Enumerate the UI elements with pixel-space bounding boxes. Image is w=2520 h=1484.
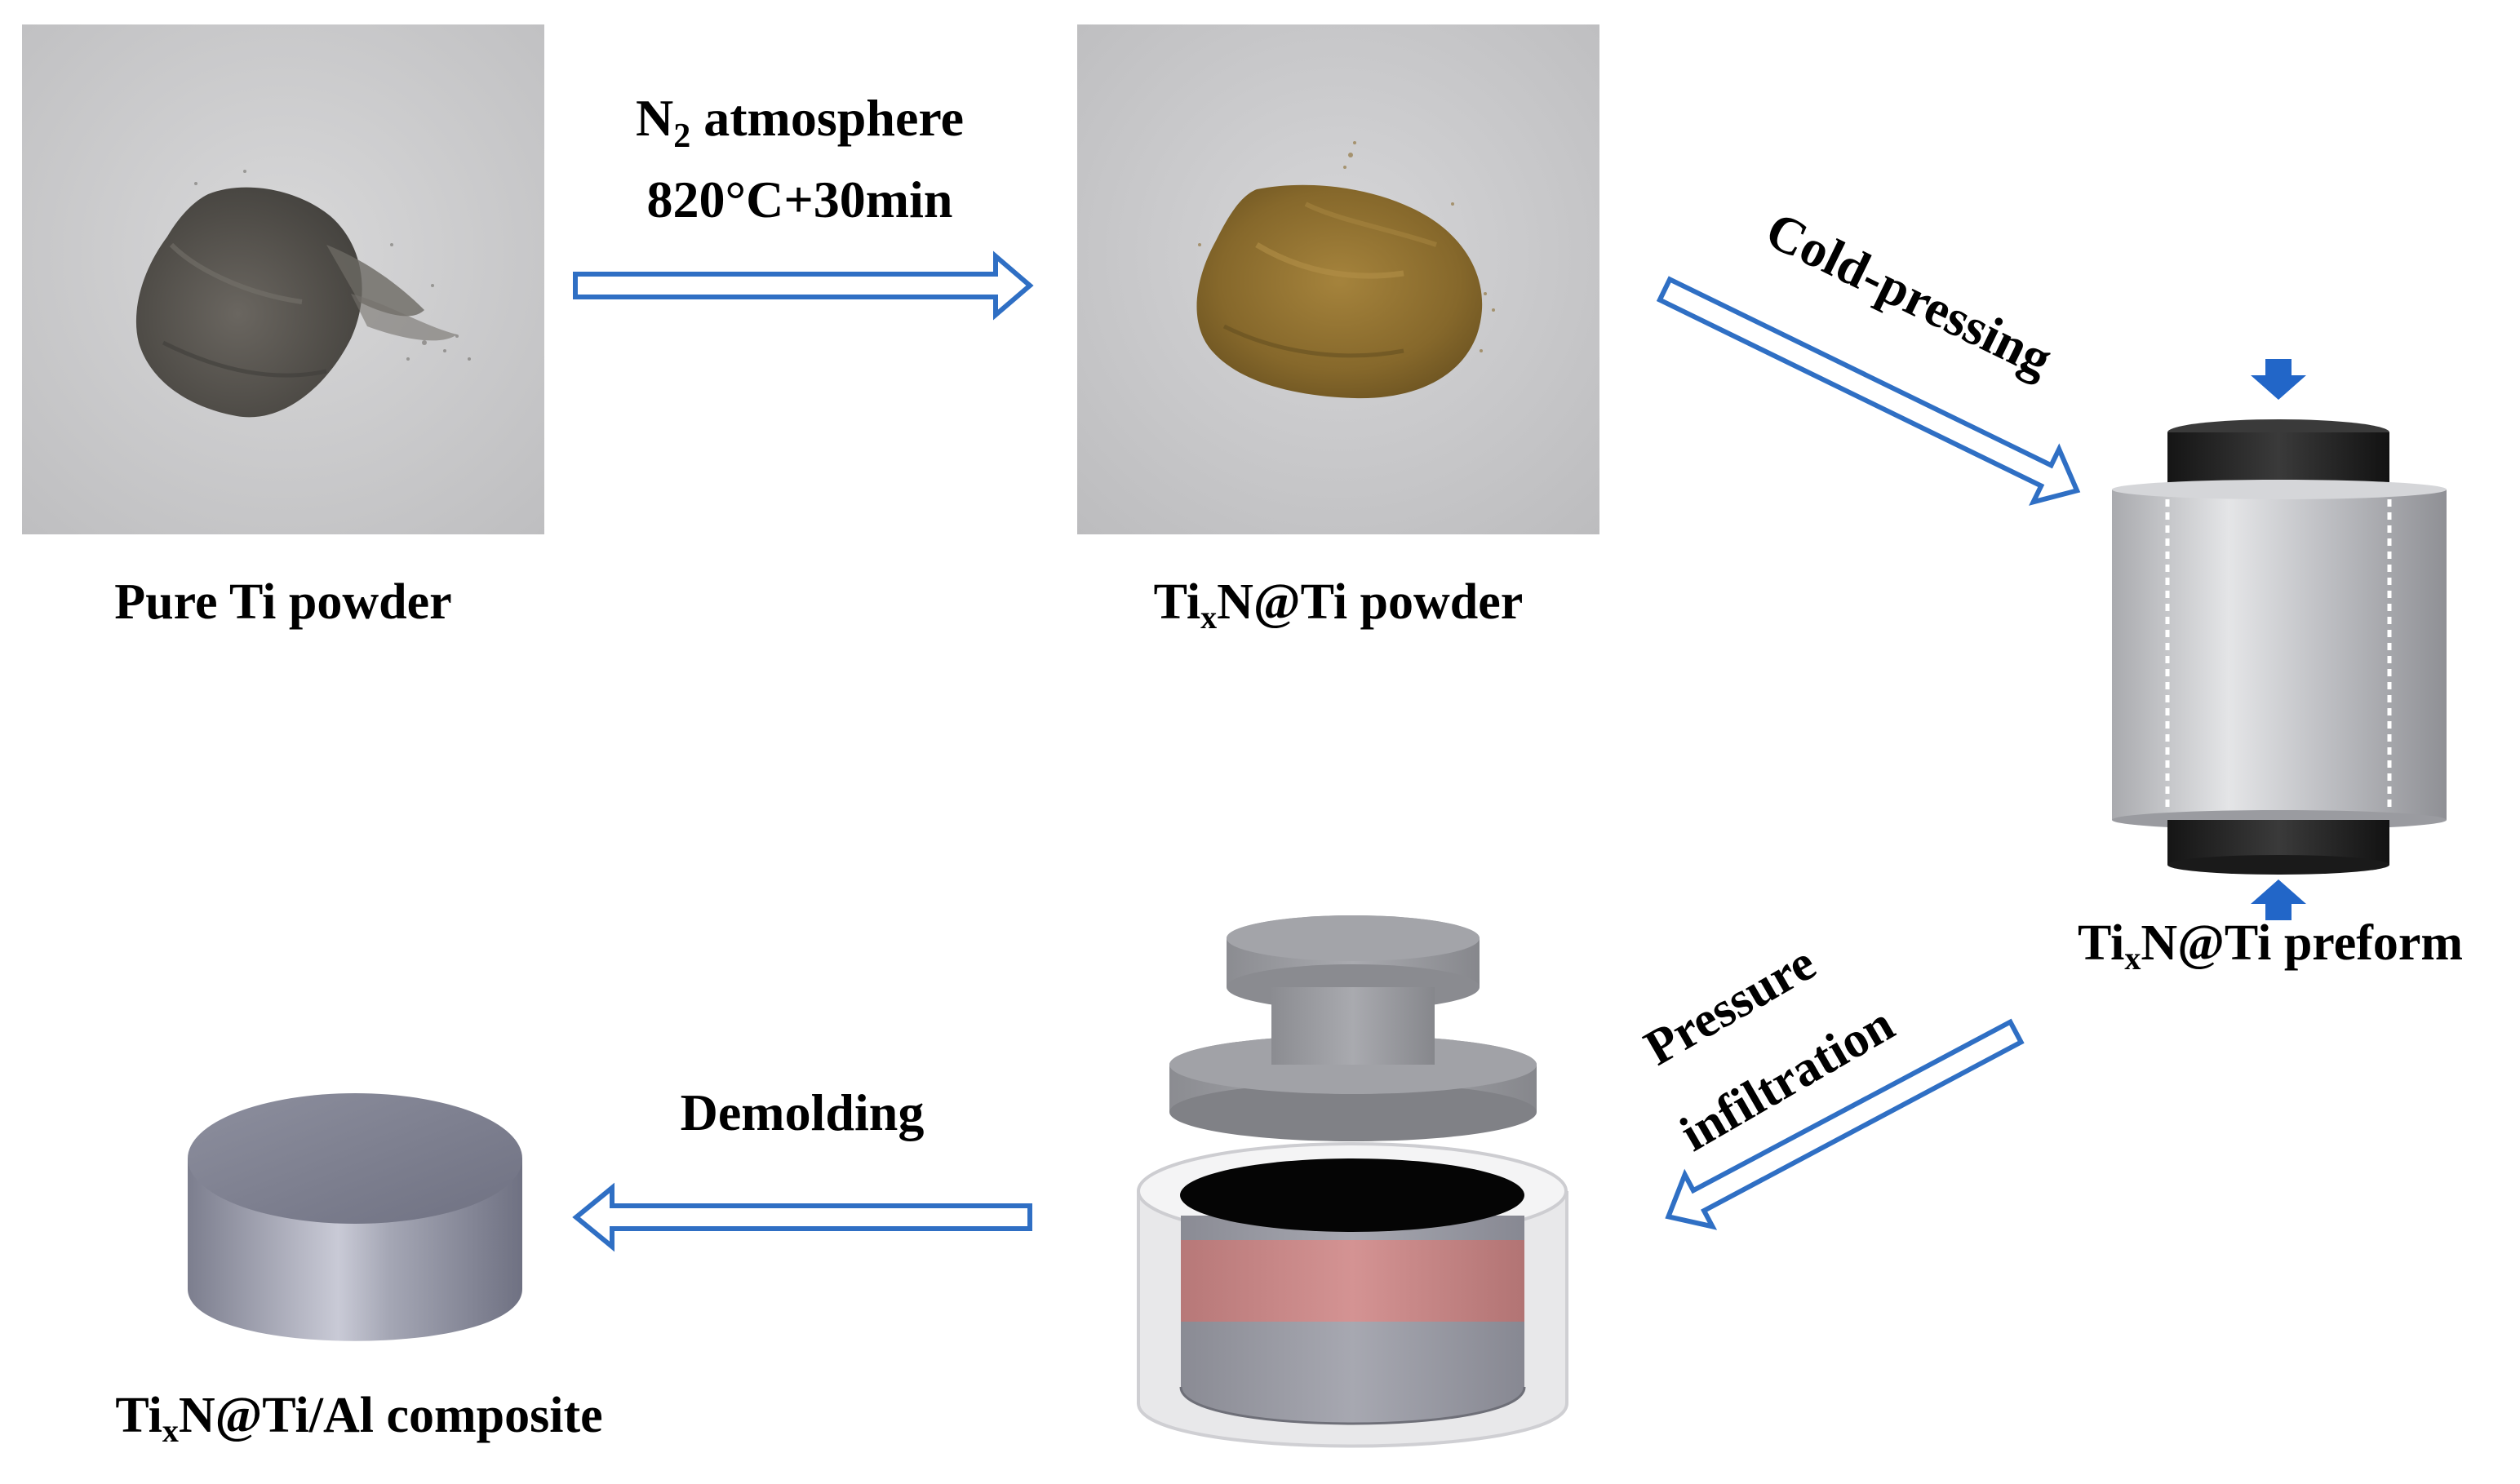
preform-label: TixN@Ti preform (2078, 915, 2463, 977)
nitriding-arrow (573, 250, 1034, 321)
press-up-arrow-icon (2251, 879, 2306, 920)
infiltration-mold-illustration (1137, 915, 1568, 1448)
composite-disc-illustration (188, 1093, 522, 1341)
preform-die-illustration (2112, 359, 2447, 920)
pure-ti-powder-photo (22, 24, 544, 534)
pressure-infiltration-arrow (1665, 1018, 2025, 1230)
press-down-arrow-icon (2251, 359, 2306, 400)
demolding-label: Demolding (681, 1083, 925, 1141)
demolding-arrow (572, 1182, 1032, 1252)
nitriding-condition-line2: 820°C+30min (647, 171, 953, 228)
nitrided-powder-photo (1077, 24, 1599, 534)
cold-pressing-arrow (1656, 276, 2081, 506)
nitriding-condition-line1: N2 atmosphere (636, 89, 964, 155)
nitrided-powder-label: TixN@Ti powder (1154, 574, 1524, 636)
composite-label: TixN@Ti/Al composite (115, 1388, 602, 1449)
pure-ti-powder-label: Pure Ti powder (114, 574, 451, 630)
